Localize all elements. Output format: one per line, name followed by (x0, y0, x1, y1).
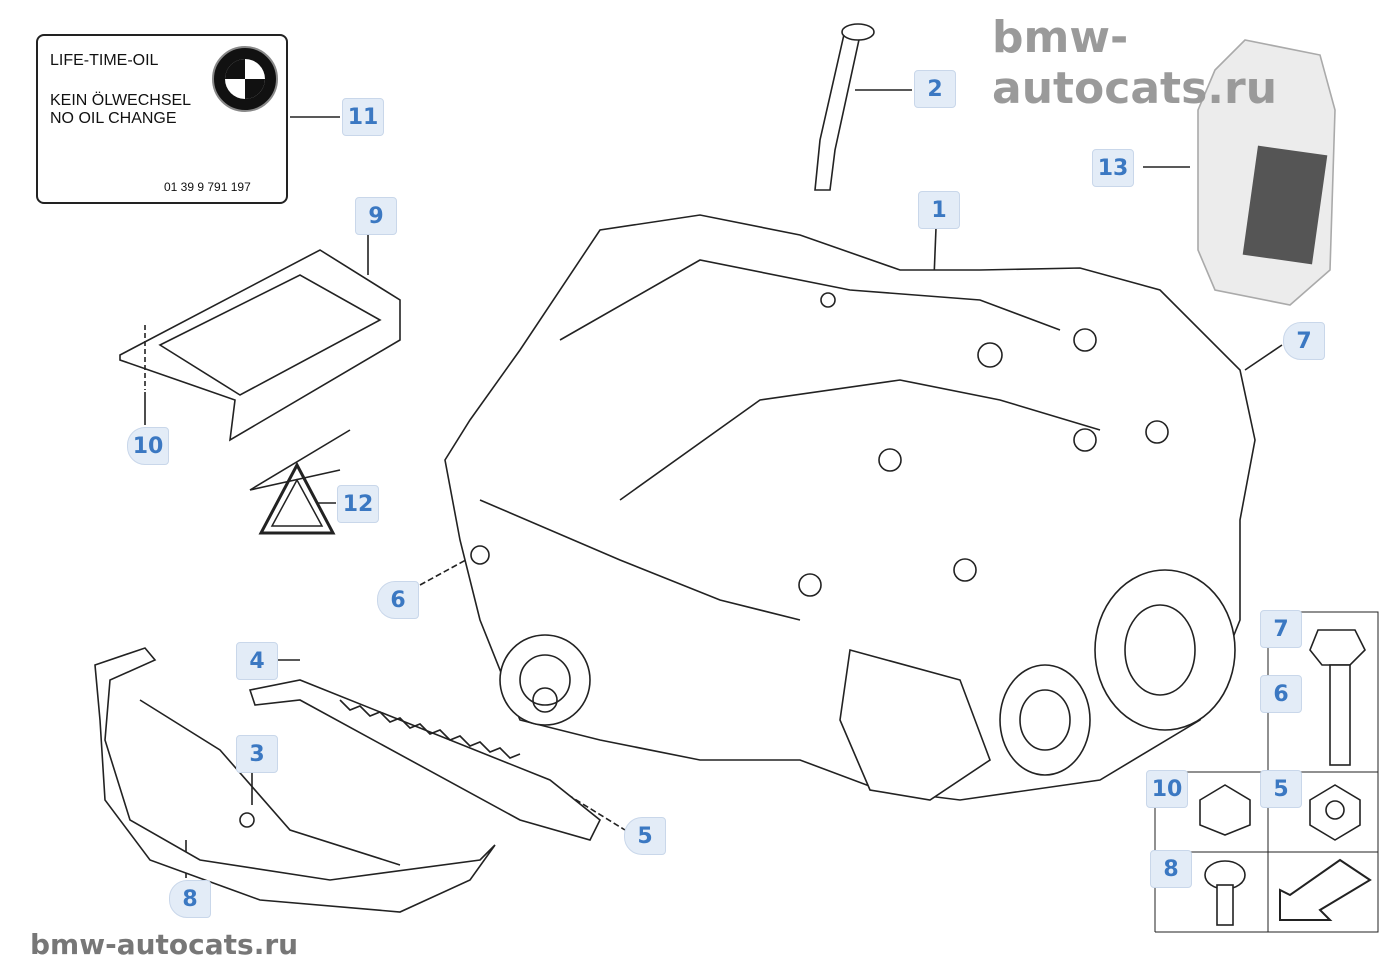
watermark-top: bmw-autocats.ru (992, 12, 1278, 114)
label-line: KEIN ÖLWECHSEL (50, 92, 192, 109)
callout-2[interactable]: 2 (914, 70, 956, 108)
callout-8[interactable]: 8 (169, 880, 211, 918)
label-line: NO OIL CHANGE (50, 110, 177, 127)
callout-5[interactable]: 5 (624, 817, 666, 855)
callout-13[interactable]: 13 (1092, 149, 1134, 187)
callout-10-nut[interactable]: 10 (1146, 770, 1188, 808)
callout-3[interactable]: 3 (236, 735, 278, 773)
callout-4[interactable]: 4 (236, 642, 278, 680)
label-part-number: 01 39 9 791 197 (164, 180, 251, 194)
callout-8-screw[interactable]: 8 (1150, 850, 1192, 888)
callout-1[interactable]: 1 (918, 191, 960, 229)
bmw-logo (212, 46, 278, 112)
callout-11[interactable]: 11 (342, 98, 384, 136)
callout-10[interactable]: 10 (127, 427, 169, 465)
callout-5-nut[interactable]: 5 (1260, 770, 1302, 808)
label-line: LIFE-TIME-OIL (50, 52, 159, 69)
callout-7-bolt[interactable]: 7 (1260, 610, 1302, 648)
oil-label-part: LIFE-TIME-OIL KEIN ÖLWECHSEL NO OIL CHAN… (36, 34, 288, 204)
callout-6-bolt[interactable]: 6 (1260, 675, 1302, 713)
callout-9[interactable]: 9 (355, 197, 397, 235)
callout-7[interactable]: 7 (1283, 322, 1325, 360)
watermark-bottom: bmw-autocats.ru (30, 928, 299, 961)
callout-12[interactable]: 12 (337, 485, 379, 523)
callout-6[interactable]: 6 (377, 581, 419, 619)
